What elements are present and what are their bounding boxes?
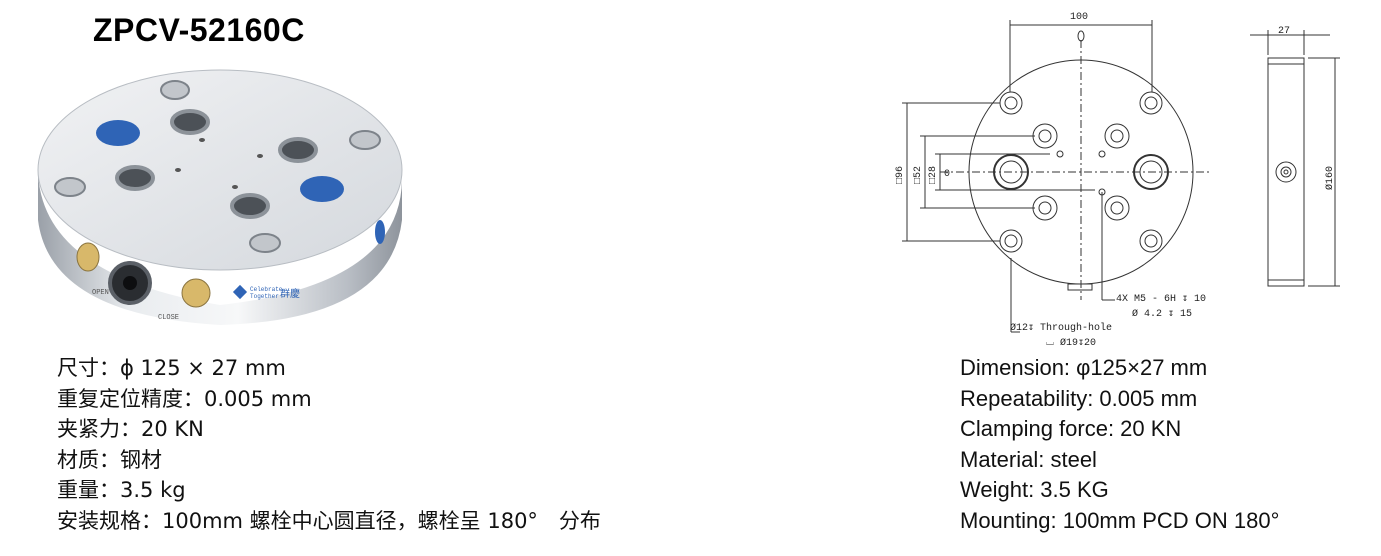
spec-cn-repeatability: 重复定位精度：0.005 mm xyxy=(57,386,312,411)
brass-port-front xyxy=(181,278,211,308)
spec-en-clamping-force: Clamping force: 20 KN xyxy=(960,416,1182,441)
spec-cn-material: 材质：钢材 xyxy=(57,447,162,472)
blue-plug-left xyxy=(96,120,140,146)
svg-text:群慶: 群慶 xyxy=(280,287,300,300)
clamp-bores xyxy=(115,109,318,219)
svg-text:Celebrate: Celebrate xyxy=(250,286,283,293)
spec-en-dimension: Dimension: φ125×27 mm xyxy=(960,355,1208,380)
spec-cn-dimension: 尺寸：ϕ 125 × 27 mm xyxy=(57,356,286,380)
blue-plug-right xyxy=(300,176,344,202)
svg-text:Together: Together xyxy=(250,293,279,300)
spec-list-english: Dimension: φ125×27 mm Repeatability: 0.0… xyxy=(960,353,1279,536)
disc-top-face xyxy=(37,69,403,271)
technical-drawing: 100 27 Ø160 □96 □52 □28 0 4X M5 - 6H ↧ 1… xyxy=(895,12,1340,349)
side-view-outline xyxy=(1267,57,1305,287)
dim-27: 27 xyxy=(1278,26,1290,37)
callout-counterbore: ⌴ Ø19↧20 xyxy=(1046,337,1096,349)
spec-en-weight: Weight: 3.5 KG xyxy=(960,477,1109,502)
brand-logo-icon xyxy=(232,284,248,300)
product-model-title: ZPCV-52160C xyxy=(93,12,305,48)
brass-port-left xyxy=(76,242,100,272)
spec-list-chinese: 尺寸：ϕ 125 × 27 mm 重复定位精度：0.005 mm 夹紧力：20 … xyxy=(57,353,601,536)
spec-en-repeatability: Repeatability: 0.005 mm xyxy=(960,385,1198,411)
dim-28: □28 xyxy=(928,166,939,184)
port-right xyxy=(375,220,385,244)
callout-m5: 4X M5 - 6H ↧ 10 xyxy=(1116,294,1206,305)
callout-42: Ø 4.2 ↧ 15 xyxy=(1132,308,1192,320)
dim-160: Ø160 xyxy=(1324,166,1336,190)
dim-96: □96 xyxy=(895,166,906,184)
dim-zero: 0 xyxy=(944,169,950,180)
spec-cn-mounting: 安装规格：100mm 螺栓中心圆直径，螺栓呈 180° 分布 xyxy=(57,508,601,533)
product-photo: OPEN CLOSE Celebrate Together 群慶 xyxy=(37,69,403,325)
open-label: OPEN xyxy=(92,289,109,297)
spec-cn-weight: 重量：3.5 kg xyxy=(57,478,186,502)
counterbore-holes xyxy=(54,80,381,253)
callout-through-hole: Ø12↧ Through-hole xyxy=(1010,322,1112,334)
close-label: CLOSE xyxy=(158,314,179,322)
spec-cn-clamping-force: 夹紧力：20 KN xyxy=(57,417,204,441)
dim-100: 100 xyxy=(1070,12,1088,23)
dim-52: □52 xyxy=(913,166,924,184)
spec-en-material: Material: steel xyxy=(960,446,1097,472)
spec-en-mounting: Mounting: 100mm PCD ON 180° xyxy=(960,507,1280,533)
